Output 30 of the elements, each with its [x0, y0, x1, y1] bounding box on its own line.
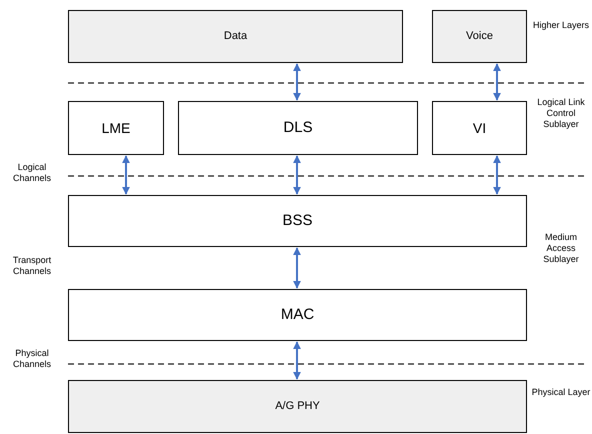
layer-box — [68, 289, 527, 341]
box-label: VI — [472, 118, 486, 138]
layer-label: Logical Channels — [12, 162, 52, 184]
layer-box — [432, 10, 527, 63]
layer-label: Medium Access Sublayer — [542, 232, 580, 265]
layer-box — [68, 101, 164, 155]
double-arrow — [293, 155, 301, 195]
layer-label: Higher Layers — [532, 20, 590, 31]
box-label: A/G PHY — [275, 399, 320, 414]
double-arrow — [293, 63, 301, 101]
box-label: BSS — [282, 210, 312, 231]
layer-label: Physical Channels — [12, 348, 52, 370]
box-label: Data — [224, 29, 248, 44]
layer-box — [68, 10, 403, 63]
layer-box — [178, 101, 418, 155]
double-arrow — [493, 155, 501, 195]
layer-label: Physical Layer — [530, 387, 592, 398]
layer-label: Logical Link Control Sublayer — [536, 97, 586, 130]
layer-label: Transport Channels — [12, 255, 52, 277]
layer-box — [432, 101, 527, 155]
double-arrow — [493, 63, 501, 101]
layer-box — [68, 195, 527, 247]
double-arrow — [293, 247, 301, 289]
box-label: DLS — [283, 118, 313, 138]
double-arrow — [122, 155, 130, 195]
box-label: Voice — [466, 29, 493, 44]
layer-box — [68, 380, 527, 433]
double-arrow — [293, 341, 301, 380]
box-label: LME — [102, 118, 130, 138]
box-label: MAC — [280, 304, 314, 325]
